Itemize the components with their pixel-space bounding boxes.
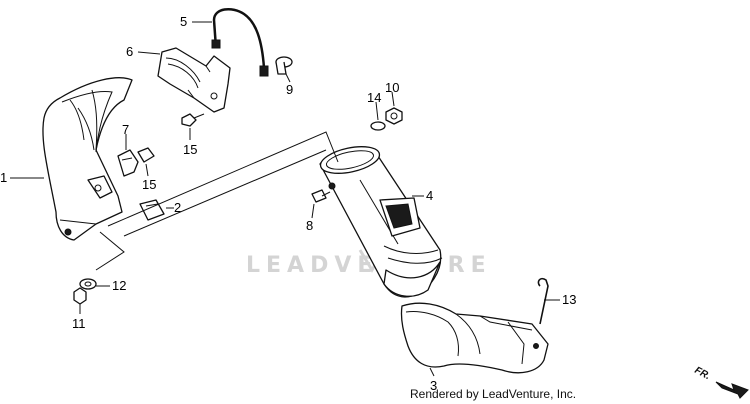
part-11-nut <box>73 287 87 305</box>
callout-14: 14 <box>367 90 381 105</box>
callout-9: 9 <box>286 82 293 97</box>
reference-lines <box>95 131 339 271</box>
callout-labels: 1 2 3 4 5 6 7 8 9 10 11 12 13 14 15 15 <box>0 14 576 393</box>
callout-12: 12 <box>112 278 126 293</box>
callout-3: 3 <box>430 378 437 393</box>
part-1-duct-cover <box>42 77 133 241</box>
part-2-pad <box>139 199 165 221</box>
leader-lines <box>10 21 560 377</box>
callout-11: 11 <box>72 316 86 331</box>
part-13-pin <box>537 277 549 325</box>
part-3-elbow <box>400 302 549 374</box>
front-direction-indicator: FR. <box>693 365 749 399</box>
part-5-u-bolt <box>211 7 269 77</box>
callout-2: 2 <box>174 200 181 215</box>
callout-15b: 15 <box>142 177 156 192</box>
part-14-washer <box>370 121 386 131</box>
callout-13: 13 <box>562 292 576 307</box>
part-15a-bolt <box>181 113 205 127</box>
part-10-nut <box>385 107 403 125</box>
direction-label: FR. <box>693 365 712 382</box>
callout-4: 4 <box>426 188 433 203</box>
callout-6: 6 <box>126 44 133 59</box>
part-6-clamp <box>157 47 231 113</box>
part-12-washer <box>79 278 97 290</box>
part-15b-bolt <box>137 147 155 163</box>
callout-5: 5 <box>180 14 187 29</box>
part-9-bolt <box>275 56 293 75</box>
arrow-icon <box>715 381 749 399</box>
render-credit: Rendered by LeadVenture, Inc. <box>410 387 576 401</box>
part-8-bolt <box>311 189 331 203</box>
part-7-bracket <box>117 149 139 177</box>
callout-7: 7 <box>122 122 129 137</box>
callout-8: 8 <box>306 218 313 233</box>
callout-1: 1 <box>0 170 7 185</box>
part-4-tube <box>319 146 443 298</box>
callout-10: 10 <box>385 80 399 95</box>
callout-15a: 15 <box>183 142 197 157</box>
